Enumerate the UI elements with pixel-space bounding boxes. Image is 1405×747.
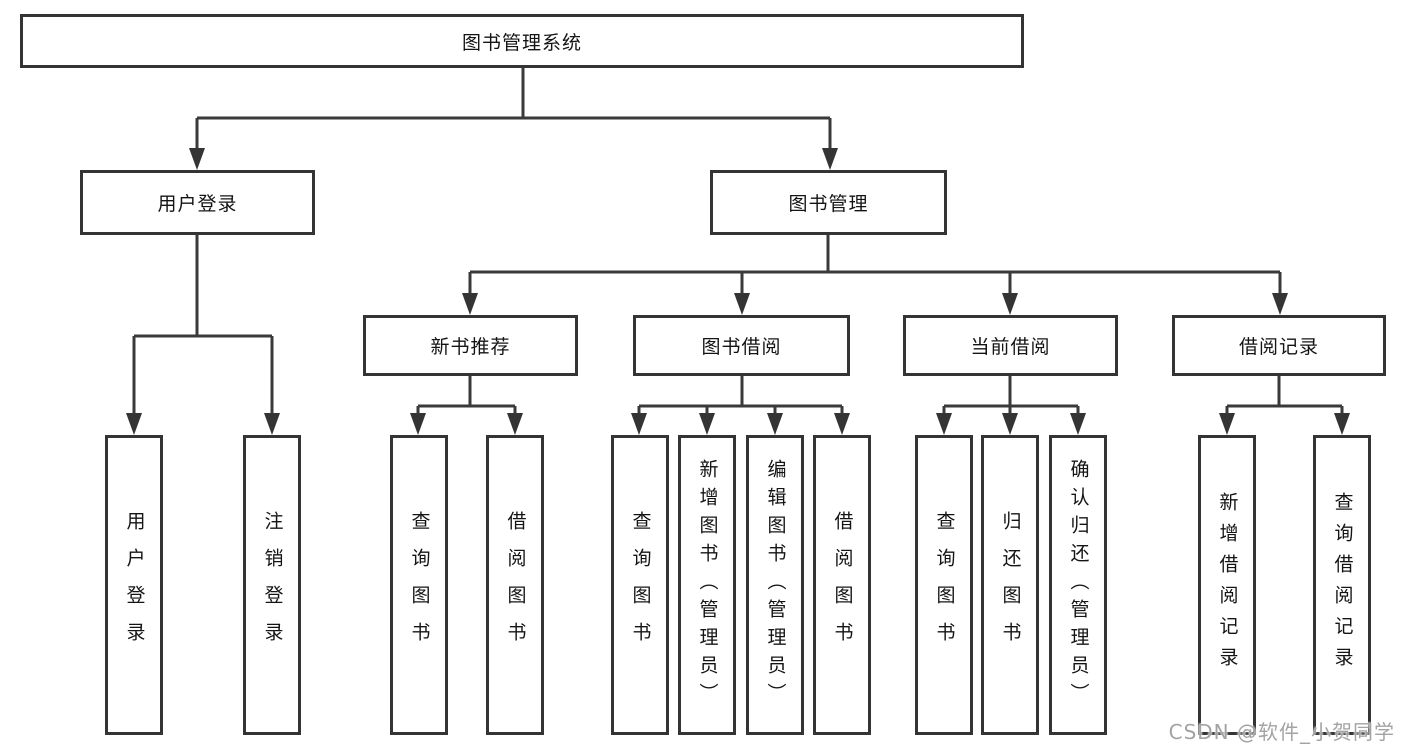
- leaf-return-books: 归还图书: [981, 435, 1039, 735]
- node-label: 图书借阅: [701, 336, 782, 358]
- node-label: 注销登录: [261, 511, 284, 659]
- node-label: 查询图书: [933, 511, 956, 659]
- node-label: 借阅图书: [504, 511, 527, 659]
- node-label: 查询图书: [408, 511, 431, 659]
- leaf-borrow-books: 借阅图书: [486, 435, 544, 735]
- node-label: 归还图书: [999, 511, 1022, 659]
- leaf-user-login: 用户登录: [105, 435, 163, 735]
- leaf-query-books: 查询图书: [390, 435, 448, 735]
- node-label: 查询图书: [629, 511, 652, 659]
- node-label: 确认归还（管理员）: [1067, 459, 1090, 711]
- node-label: 图书管理系统: [461, 31, 582, 54]
- node-current-borrowing: 当前借阅: [903, 315, 1118, 376]
- node-label: 当前借阅: [970, 336, 1051, 358]
- node-borrowing-records: 借阅记录: [1172, 315, 1386, 376]
- node-label: 新书推荐: [430, 336, 511, 358]
- node-label: 图书管理: [788, 193, 869, 215]
- node-book-management: 图书管理: [710, 170, 947, 235]
- node-label: 用户登录: [157, 193, 238, 215]
- leaf-add-books-admin: 新增图书（管理员）: [678, 435, 736, 735]
- node-book-borrowing: 图书借阅: [633, 315, 850, 376]
- leaf-confirm-return-admin: 确认归还（管理员）: [1049, 435, 1107, 735]
- node-label: 用户登录: [123, 511, 146, 659]
- leaf-add-borrow-record: 新增借阅记录: [1198, 435, 1256, 735]
- node-label: 新增图书（管理员）: [696, 459, 719, 711]
- node-label: 新增借阅记录: [1216, 492, 1239, 678]
- leaf-query-borrow-record: 查询借阅记录: [1313, 435, 1371, 735]
- node-label: 查询借阅记录: [1331, 492, 1354, 678]
- node-new-book-recommendation: 新书推荐: [363, 315, 578, 376]
- node-user-login: 用户登录: [80, 170, 315, 235]
- leaf-edit-books-admin: 编辑图书（管理员）: [746, 435, 804, 735]
- leaf-query-books: 查询图书: [915, 435, 973, 735]
- node-label: 借阅图书: [831, 511, 854, 659]
- node-label: 借阅记录: [1238, 336, 1319, 358]
- watermark: CSDN @软件_小贺同学: [1168, 720, 1395, 744]
- leaf-borrow-books: 借阅图书: [813, 435, 871, 735]
- leaf-logout: 注销登录: [243, 435, 301, 735]
- leaf-query-books: 查询图书: [611, 435, 669, 735]
- node-label: 编辑图书（管理员）: [764, 459, 787, 711]
- node-library-management-system: 图书管理系统: [20, 14, 1024, 68]
